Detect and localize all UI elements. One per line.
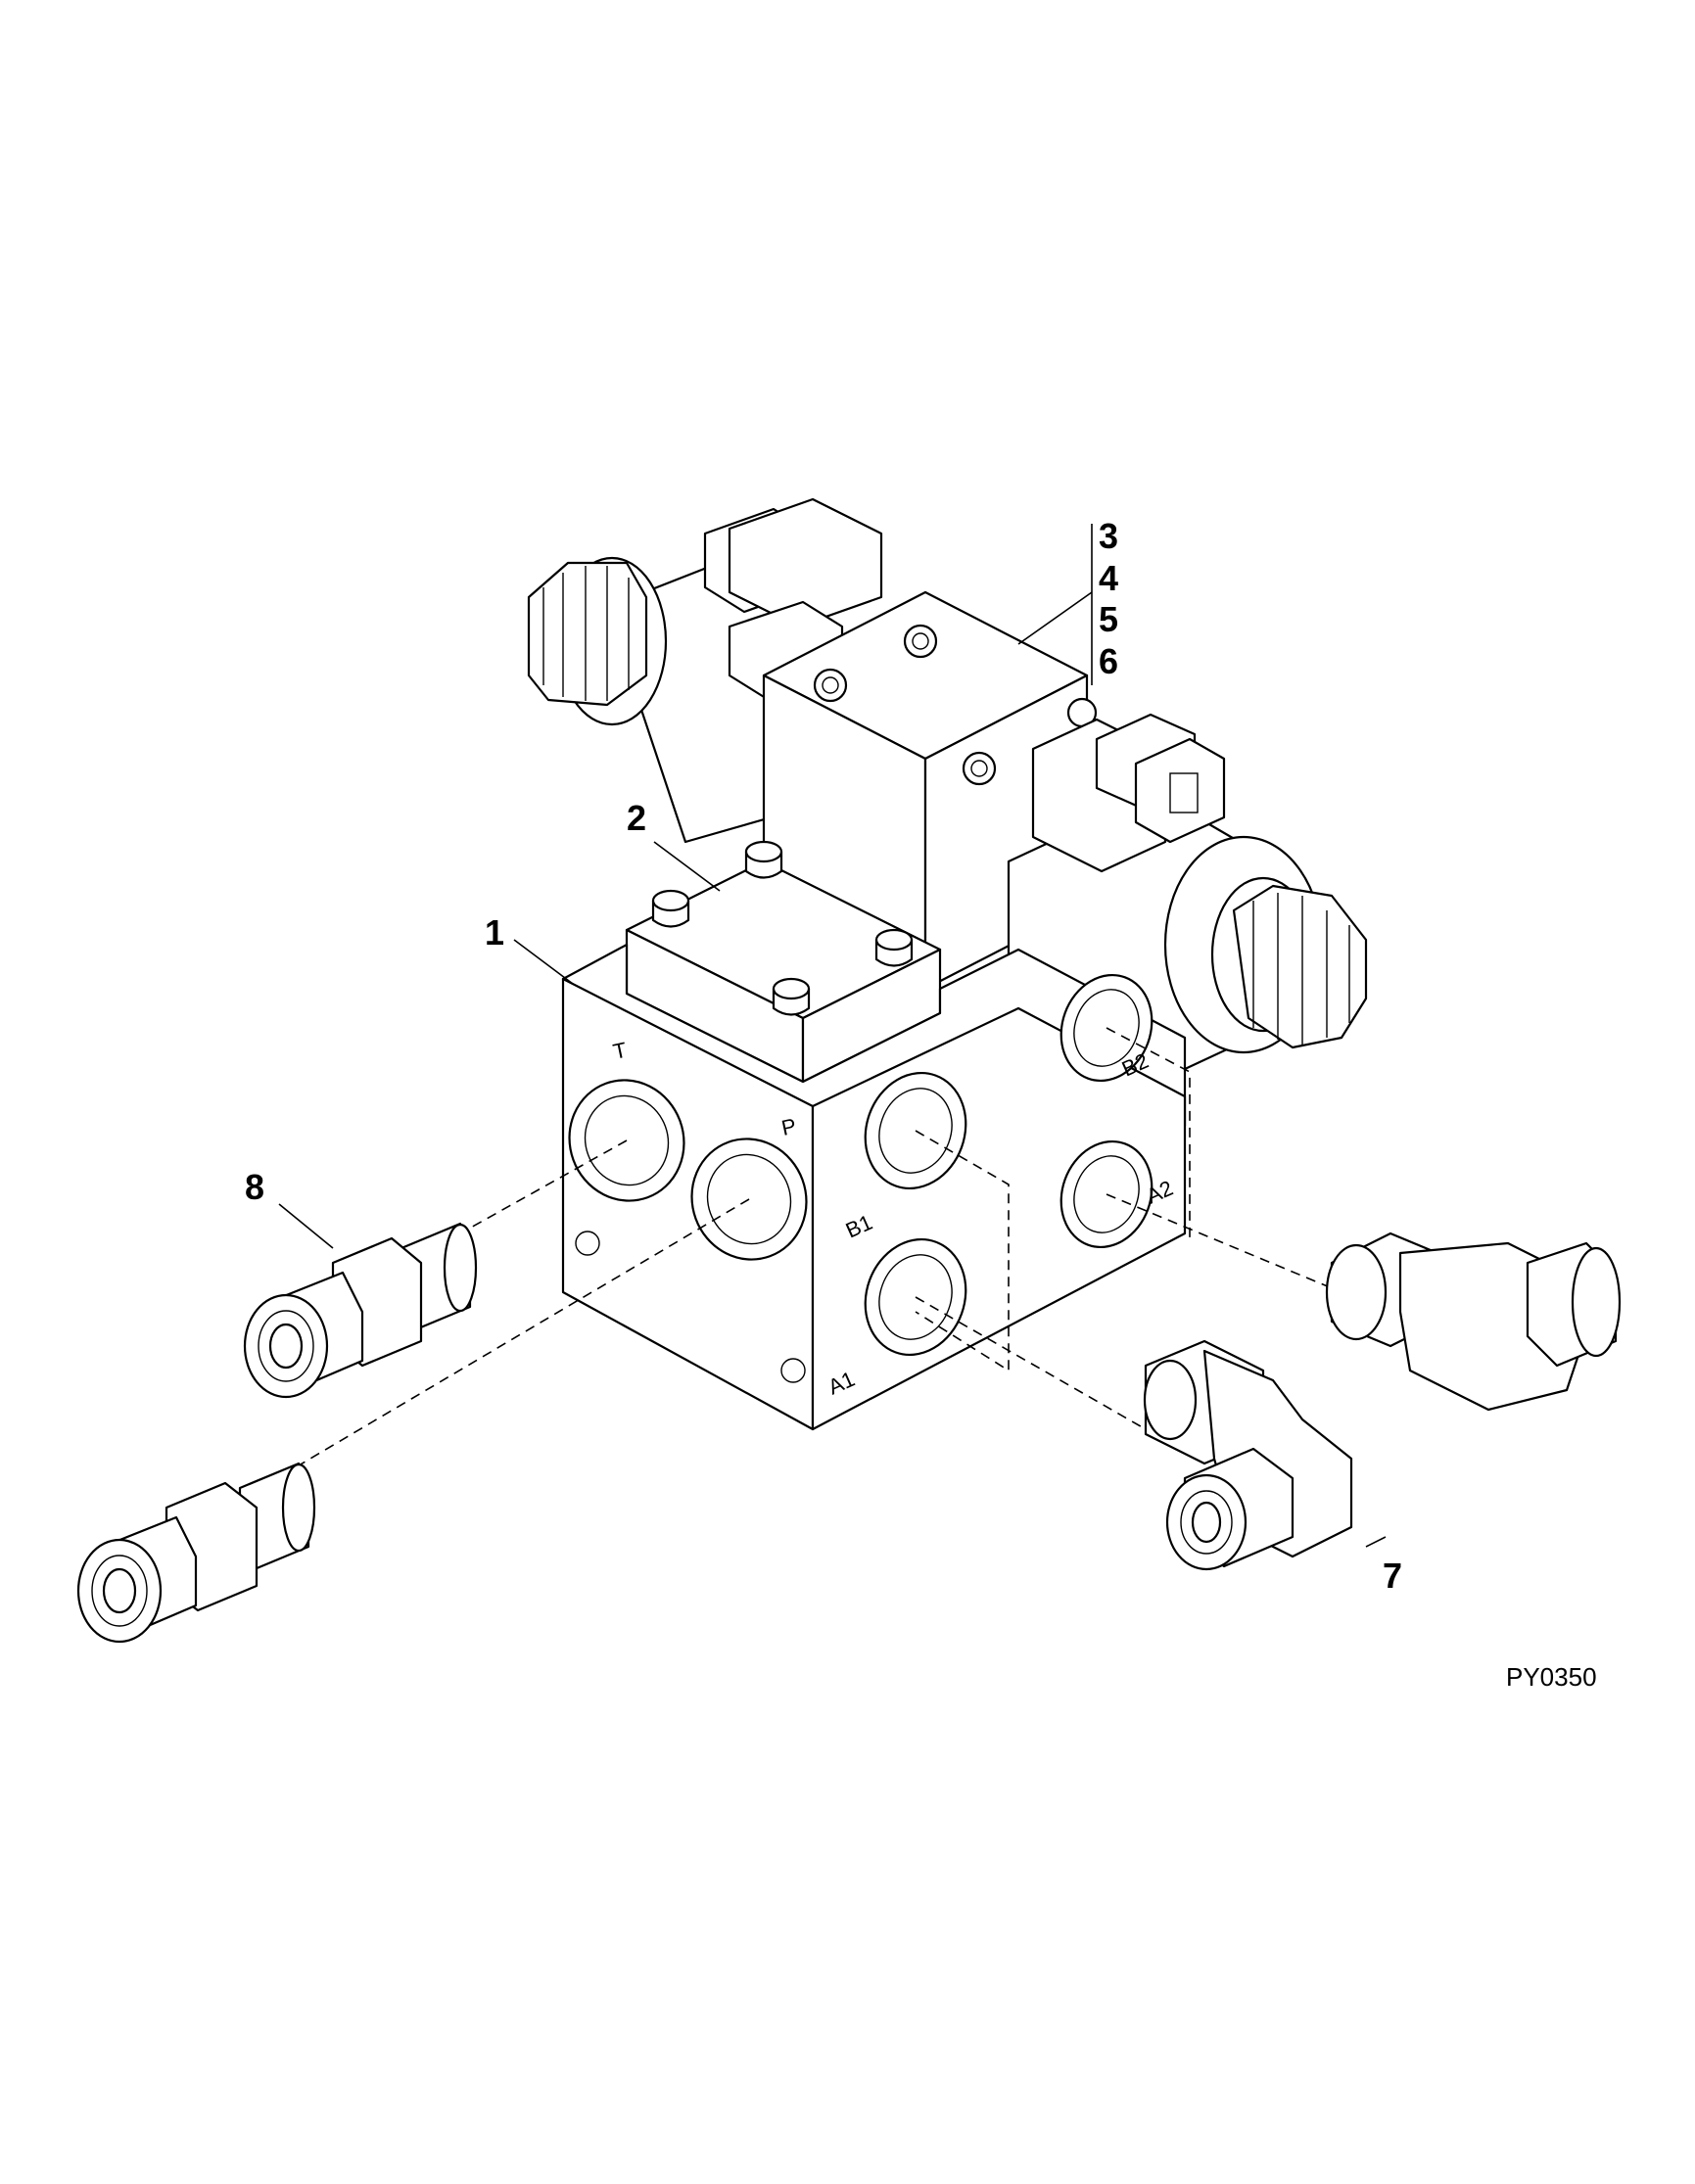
elbow-fitting-front <box>1143 1339 1353 1571</box>
figure-reference-code: PY0350 <box>1506 1662 1597 1692</box>
callout-2: 2 <box>627 798 646 838</box>
callout-3: 3 <box>1099 516 1118 556</box>
cover-bolt <box>874 928 914 967</box>
port-label-t: T <box>611 1038 629 1064</box>
callout-6: 6 <box>1099 641 1118 681</box>
cover-plate <box>625 840 942 1084</box>
solenoid-valve <box>527 497 1368 1098</box>
callout-4: 4 <box>1099 558 1118 598</box>
callout-8: 8 <box>245 1167 264 1207</box>
callout-1: 1 <box>485 912 504 953</box>
callout-5: 5 <box>1099 599 1118 639</box>
straight-fitting-upper <box>243 1222 478 1399</box>
alignment-lines <box>293 1027 1342 1469</box>
elbow-fitting-right <box>1325 1231 1622 1412</box>
cover-bolt <box>772 977 811 1016</box>
callout-7: 7 <box>1383 1556 1402 1596</box>
cover-bolt <box>744 840 783 879</box>
port-label-p: P <box>779 1113 799 1140</box>
straight-fitting-lower <box>76 1462 316 1644</box>
right-connector <box>1031 713 1226 873</box>
leader-lines <box>278 524 1387 1548</box>
cover-bolt <box>651 889 690 928</box>
